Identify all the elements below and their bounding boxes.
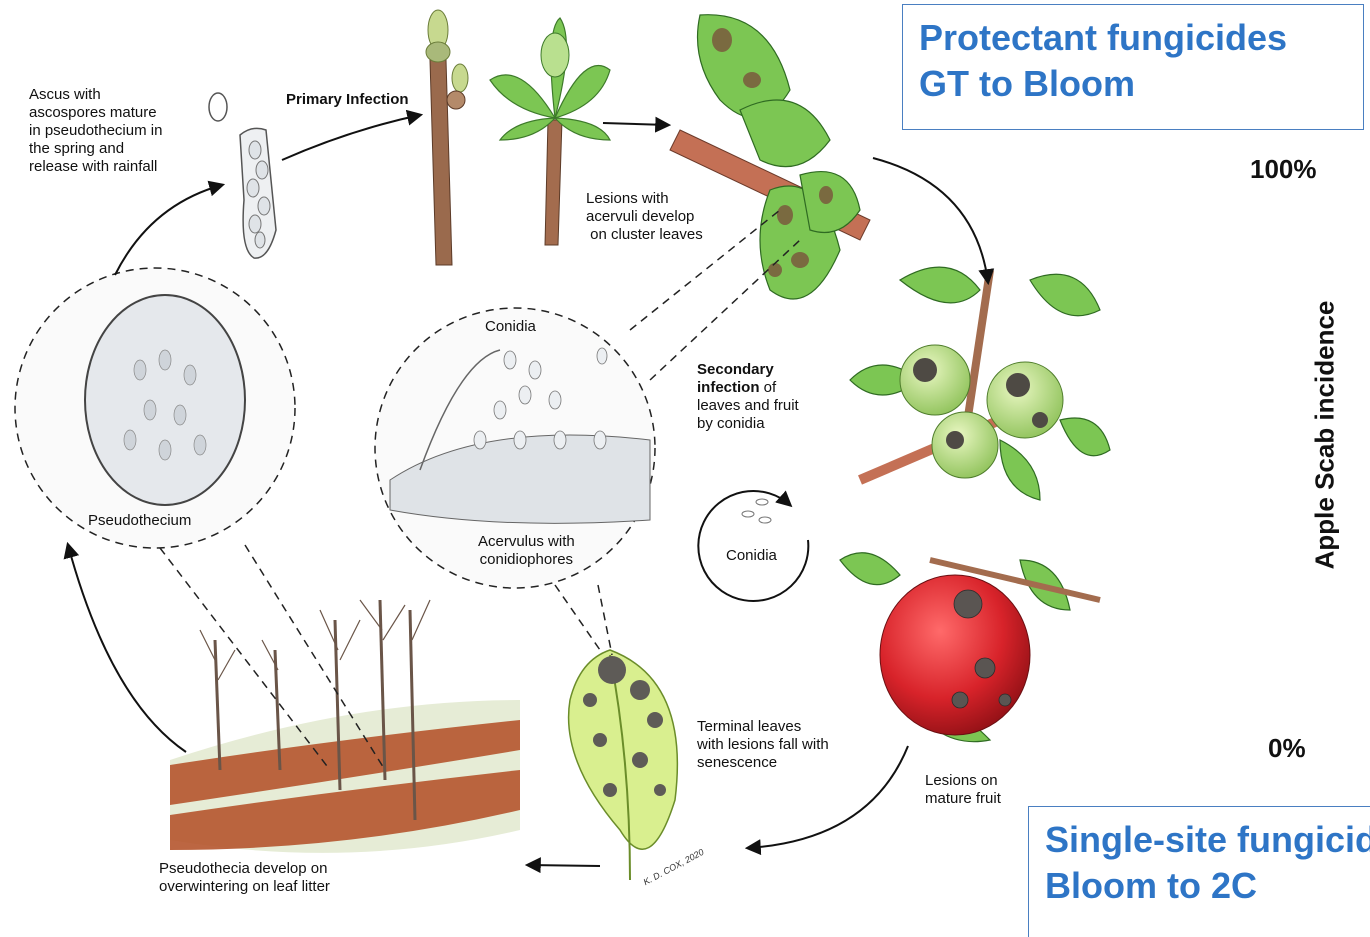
bud-twig-drawing (426, 10, 468, 265)
lesions-fruit-label: Lesions on mature fruit (925, 772, 1001, 808)
terminal-leaves-label: Terminal leaves with lesions fall with s… (697, 718, 829, 772)
pseudothecia-line: overwintering on leaf litter (159, 878, 330, 896)
single-site-fungicides-box: Single-site fungicides Bloom to 2C (1028, 806, 1370, 937)
acervulus-label-line: conidiophores (478, 551, 575, 569)
terminal-line: senescence (697, 754, 829, 772)
conidia-spores (742, 499, 771, 523)
secondary-line: leaves and fruit (697, 397, 799, 415)
mature-apple-drawing (840, 553, 1100, 742)
acervulus-label-line: Acervulus with (478, 533, 575, 551)
conidia-cycle-label: Conidia (726, 547, 777, 565)
singlesite-line1: Single-site fungicides (1045, 817, 1354, 863)
lesions-fruit-line: mature fruit (925, 790, 1001, 808)
acervulus-label: Acervulus with conidiophores (478, 533, 575, 569)
pseudothecia-label: Pseudothecia develop on overwintering on… (159, 860, 330, 896)
protectant-line2: GT to Bloom (919, 61, 1347, 107)
protectant-line1: Protectant fungicides (919, 15, 1347, 61)
secondary-line: by conidia (697, 415, 799, 433)
ascus-label-line: ascospores mature (29, 104, 162, 122)
incidence-0-label: 0% (1268, 733, 1306, 764)
incidence-100-label: 100% (1250, 154, 1317, 185)
singlesite-line2: Bloom to 2C (1045, 863, 1354, 909)
pseudothecium-inset (15, 268, 295, 548)
lesions-cluster-line: acervuli develop (586, 208, 703, 226)
secondary-rest: of (760, 379, 777, 396)
orchard-floor-drawing (170, 600, 520, 853)
pseudothecium-label: Pseudothecium (88, 512, 191, 530)
cluster-leaves-drawing (670, 15, 870, 299)
primary-infection-label: Primary Infection (286, 91, 409, 109)
incidence-axis-label: Apple Scab incidence (1310, 301, 1341, 570)
secondary-infection-label: Secondary infection of leaves and fruit … (697, 361, 799, 433)
conidia-top-label: Conidia (485, 318, 536, 336)
ascus-label: Ascus with ascospores mature in pseudoth… (29, 86, 162, 176)
terminal-leaf-drawing (569, 650, 678, 880)
ascus-label-line: release with rainfall (29, 158, 162, 176)
lesions-fruit-line: Lesions on (925, 772, 1001, 790)
lesions-cluster-line: Lesions with (586, 190, 703, 208)
lesions-cluster-line: on cluster leaves (586, 226, 703, 244)
terminal-line: Terminal leaves (697, 718, 829, 736)
pseudothecia-line: Pseudothecia develop on (159, 860, 330, 878)
secondary-bold: Secondary (697, 361, 774, 378)
ascus-label-line: Ascus with (29, 86, 162, 104)
young-fruit-drawing (850, 267, 1110, 500)
terminal-line: with lesions fall with (697, 736, 829, 754)
protectant-fungicides-box: Protectant fungicides GT to Bloom (902, 4, 1364, 130)
lesions-cluster-label: Lesions with acervuli develop on cluster… (586, 190, 703, 244)
infection-bold: infection (697, 379, 760, 396)
ascus-label-line: in pseudothecium in (29, 122, 162, 140)
ascus-drawing (209, 93, 276, 258)
ascus-label-line: the spring and (29, 140, 162, 158)
